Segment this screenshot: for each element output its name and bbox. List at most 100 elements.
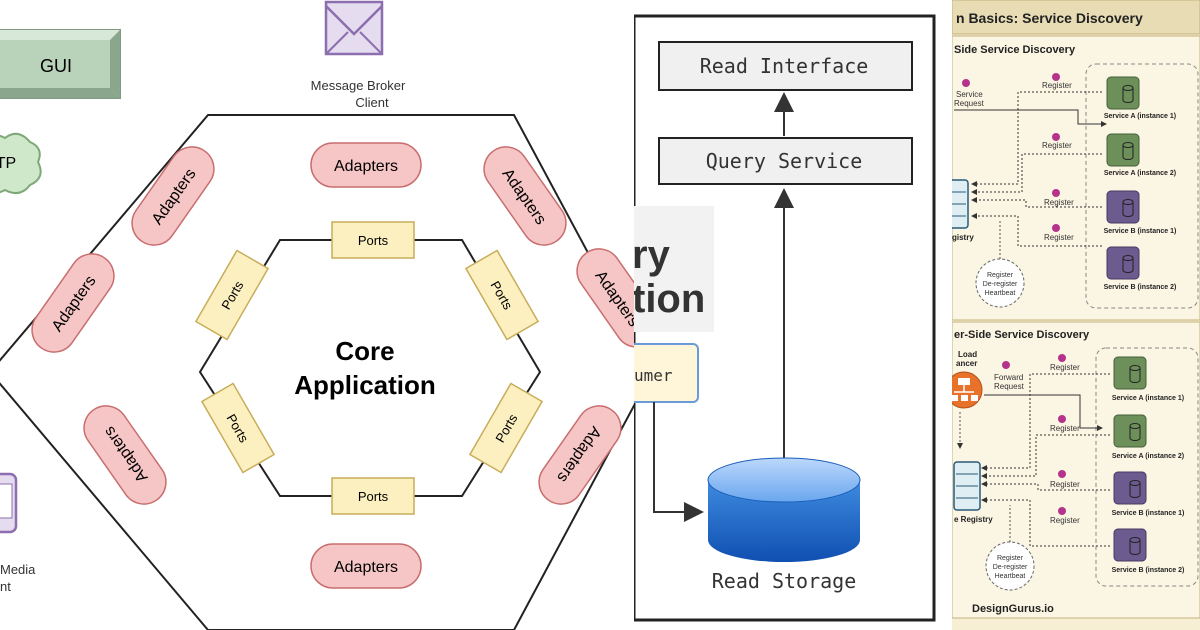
forward-arrow (984, 394, 1103, 431)
step-badge (1058, 507, 1066, 515)
step-badge (1052, 224, 1060, 232)
server-side-title: er-Side Service Discovery (954, 329, 1090, 341)
message-broker-label-line1: Message Broker (311, 78, 406, 93)
service-a1-label: Service A (instance 1) (1112, 395, 1184, 402)
load-balancer-line2: ancer (956, 359, 977, 368)
heartbeat-line3: Heartbeat (995, 573, 1026, 580)
phone-icon (0, 472, 18, 534)
service-b2-label: Service B (instance 2) (1112, 567, 1185, 574)
designgurus-footer: DesignGurus.io (972, 603, 1054, 615)
query-service-box (658, 137, 913, 185)
service-b-instance-1 (1113, 471, 1147, 505)
media-label-line2: nt (0, 579, 11, 594)
port-lower-right: Ports (468, 382, 544, 474)
registry-label-2: e Registry (954, 515, 993, 524)
service-a-instance-2 (1106, 133, 1140, 167)
heartbeat-line3: Heartbeat (985, 290, 1016, 297)
step-badge (1058, 470, 1066, 478)
server-icon (952, 179, 969, 229)
service-b1-label: Service B (instance 1) (1104, 228, 1177, 235)
port-upper-right: Ports (464, 249, 540, 341)
inner-hexagon (198, 239, 542, 497)
core-label-line2: Application (294, 370, 436, 400)
port-lower-left: Ports (200, 382, 276, 474)
service-request-line1: Service (956, 90, 983, 99)
port-bottom: Ports (331, 477, 415, 515)
service-discovery-diagram: n Basics: Service Discovery Side Service… (952, 0, 1200, 619)
request-arrow (954, 109, 1107, 127)
load-balancer-icon (952, 371, 983, 409)
read-storage-label: Read Storage (712, 569, 857, 593)
gui-label: GUI (40, 56, 72, 76)
server-icon (953, 461, 981, 511)
adapter-top: Adapters (310, 142, 422, 188)
arrow-to-read-storage (653, 402, 704, 522)
read-interface-label: Read Interface (700, 54, 869, 78)
read-interface-box (658, 41, 913, 91)
service-b-instance-2 (1106, 246, 1140, 280)
port-top: Ports (331, 221, 415, 259)
port-label: Ports (358, 489, 389, 504)
service-a-instance-1 (1113, 356, 1147, 390)
forward-request-line2: Request (994, 382, 1025, 391)
service-b-instance-2 (1113, 528, 1147, 562)
heading-fragment-bg (634, 206, 714, 332)
core-label-line1: Core (335, 336, 394, 366)
media-label-line1: Media (0, 562, 36, 577)
step-badge (1002, 361, 1010, 369)
http-cloud: TP (0, 132, 42, 195)
heartbeat-line2: De-register (993, 564, 1028, 571)
query-service-label: Query Service (706, 149, 863, 173)
heading-fragment-line2: tion (634, 277, 705, 321)
cqrs-read-panel: Read Interface Query Service ry tion ume… (634, 0, 952, 630)
gui-box: GUI (0, 29, 121, 99)
heading-fragment-line1: ry (634, 233, 671, 277)
consumer-label: umer (634, 366, 673, 385)
step-badge (1058, 415, 1066, 423)
discovery-title: n Basics: Service Discovery (956, 10, 1143, 26)
heartbeat-line1: Register (997, 555, 1024, 562)
cqrs-diagram: Read Interface Query Service ry tion ume… (634, 14, 936, 622)
register-label: Register (1050, 516, 1080, 525)
consumer-box (634, 343, 699, 403)
port-upper-left: Ports (194, 249, 270, 341)
service-request-line2: Request (954, 99, 985, 108)
hexagonal-architecture-panel: GUI TP Message Broker Client Core Applic… (0, 0, 634, 630)
adapter-label: Adapters (334, 559, 398, 576)
message-broker-label-line2: Client (355, 95, 389, 110)
service-a2-label: Service A (instance 2) (1104, 170, 1176, 177)
service-b1-label: Service B (instance 1) (1112, 510, 1185, 517)
register-label: Register (1050, 424, 1080, 433)
title-bar (952, 0, 1200, 35)
registry-label: gistry (952, 233, 974, 242)
service-a-instance-1 (1106, 76, 1140, 110)
service-b-instance-1 (1106, 190, 1140, 224)
step-badge (1052, 133, 1060, 141)
register-label: Register (1044, 198, 1074, 207)
port-label: Ports (358, 233, 389, 248)
service-a-instance-2 (1113, 414, 1147, 448)
service-a2-label: Service A (instance 2) (1112, 453, 1184, 460)
step-badge (1052, 189, 1060, 197)
register-label: Register (1050, 363, 1080, 372)
envelope-icon (324, 0, 384, 56)
register-arrows-bottom (981, 373, 1110, 547)
step-badge (1052, 73, 1060, 81)
register-arrows-top (971, 91, 1102, 247)
server-instances-group (1095, 347, 1199, 587)
client-side-title: Side Service Discovery (954, 44, 1076, 56)
forward-request-line1: Forward (994, 373, 1023, 382)
adapter-label: Adapters (334, 158, 398, 175)
heartbeat-line2: De-register (983, 281, 1018, 288)
service-a1-label: Service A (instance 1) (1104, 113, 1176, 120)
step-badge (1058, 354, 1066, 362)
http-label: TP (0, 155, 16, 172)
client-instances-group (1085, 63, 1199, 309)
step-badge (962, 79, 970, 87)
service-discovery-panel: n Basics: Service Discovery Side Service… (952, 0, 1200, 630)
heartbeat-line1: Register (987, 272, 1014, 279)
adapter-upper-left-2: Adapters (31, 253, 115, 353)
hexagonal-diagram: GUI TP Message Broker Client Core Applic… (0, 0, 634, 630)
register-label: Register (1042, 141, 1072, 150)
register-label: Register (1044, 233, 1074, 242)
